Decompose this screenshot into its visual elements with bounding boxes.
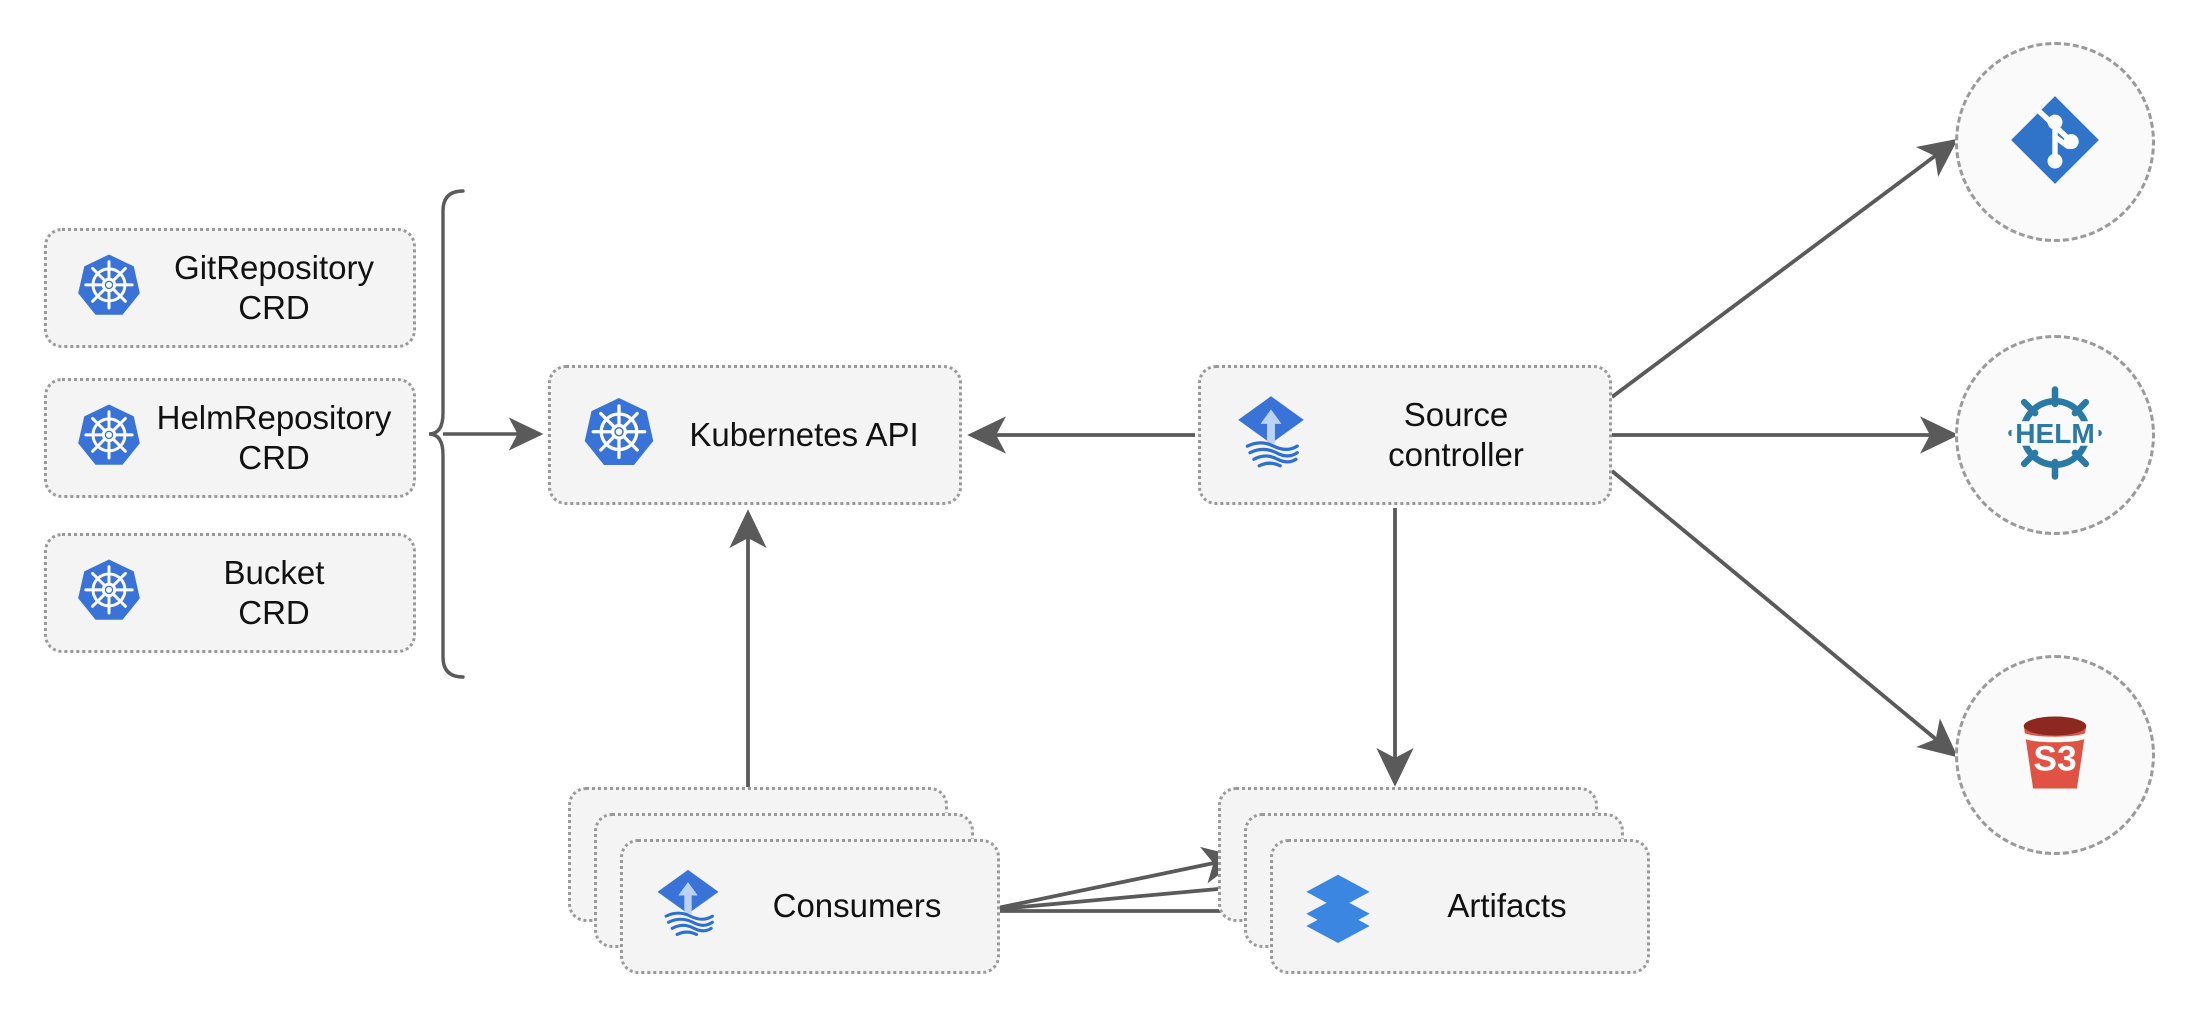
edge-source-to-git: [1610, 138, 1959, 399]
consumers-card-front[interactable]: Consumers: [620, 839, 1000, 974]
flux-icon: [649, 865, 727, 948]
s3-target-circle[interactable]: S3: [1955, 655, 2155, 855]
crd-label: GitRepository CRD: [174, 248, 374, 326]
edge-source-to-s3: [1610, 469, 1958, 758]
crd-label: HelmRepository CRD: [156, 398, 392, 476]
artifacts-label: Artifacts: [1447, 887, 1567, 925]
kubernetes-icon: [73, 555, 145, 632]
git-target-circle[interactable]: [1955, 42, 2155, 242]
kubernetes-icon: [73, 400, 145, 477]
crd-label: Bucket CRD: [223, 553, 325, 631]
layers-icon: [1299, 865, 1377, 948]
crd-box-gitrepository[interactable]: GitRepository CRD: [44, 228, 416, 348]
consumers-label: Consumers: [772, 887, 942, 925]
s3-label: S3: [2033, 738, 2076, 778]
flux-icon: [1229, 391, 1313, 480]
crd-group-bracket: [428, 189, 465, 679]
crd-box-bucket[interactable]: Bucket CRD: [44, 533, 416, 653]
git-icon: [2003, 88, 2107, 197]
helm-label: HELM: [2015, 417, 2095, 448]
kubernetes-api-label: Kubernetes API: [689, 415, 919, 453]
kubernetes-api-node[interactable]: Kubernetes API: [548, 365, 962, 505]
artifacts-card-front[interactable]: Artifacts: [1270, 839, 1650, 974]
source-controller-node[interactable]: Source controller: [1198, 365, 1612, 505]
artifacts-stack[interactable]: Artifacts: [1218, 787, 1650, 974]
kubernetes-icon: [73, 250, 145, 327]
edge-consumers-to-artifacts-1: [987, 846, 1242, 912]
source-controller-label: Source controller: [1388, 395, 1524, 473]
kubernetes-icon: [579, 393, 659, 478]
crd-box-helmrepository[interactable]: HelmRepository CRD: [44, 378, 416, 498]
helm-icon: HELM: [1997, 375, 2113, 496]
helm-target-circle[interactable]: HELM: [1955, 335, 2155, 535]
consumers-stack[interactable]: Consumers: [568, 787, 1000, 974]
s3-icon: S3: [2001, 699, 2109, 812]
